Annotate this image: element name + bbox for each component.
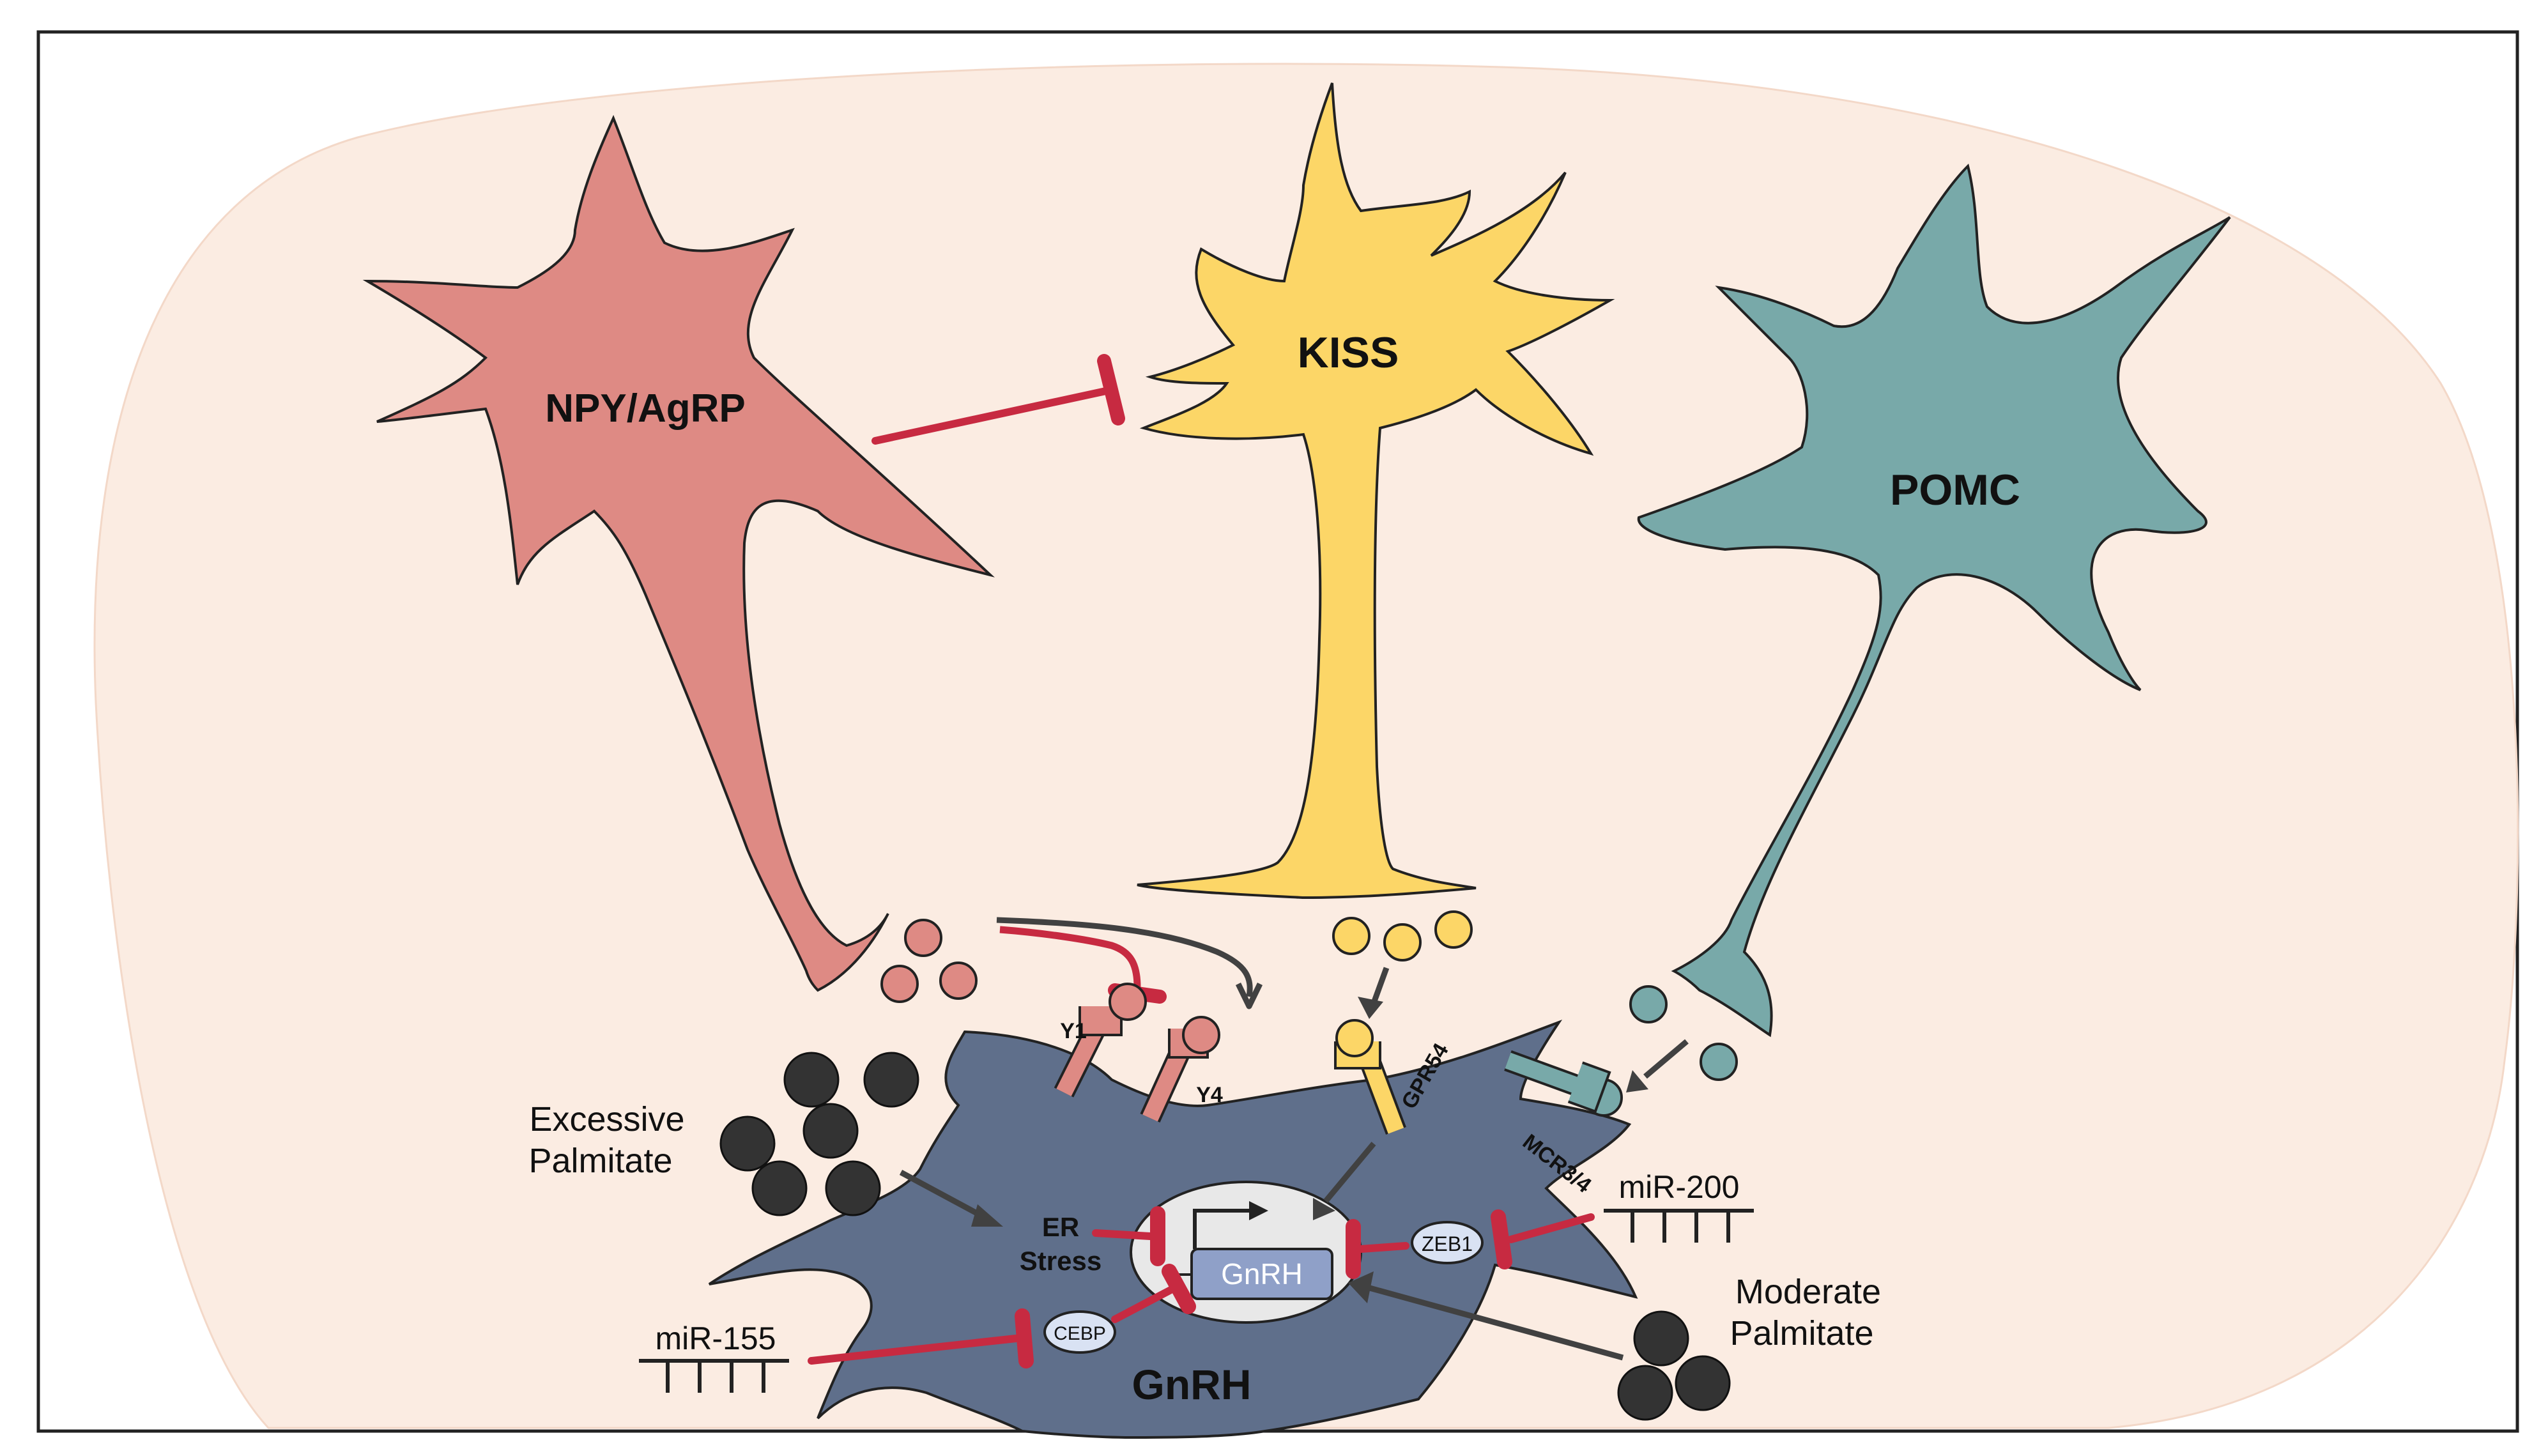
y4-receptor bbox=[1140, 1016, 1220, 1123]
zeb1-label: ZEB1 bbox=[1422, 1232, 1473, 1255]
gnrh-neuron-label: GnRH bbox=[1132, 1361, 1252, 1408]
er-stress-label-2: Stress bbox=[1020, 1246, 1102, 1276]
y4-label: Y4 bbox=[1196, 1083, 1223, 1107]
pomc-neuron bbox=[1637, 164, 2231, 1038]
excessive-palmitate-particles bbox=[719, 1052, 919, 1172]
excessive-palmitate-particles-2 bbox=[751, 1160, 881, 1216]
moderate-palmitate-label-2: Palmitate bbox=[1730, 1314, 1873, 1353]
gpr54-to-gene-arrow bbox=[1313, 1142, 1376, 1220]
excessive-palmitate-label-1: Excessive bbox=[529, 1100, 684, 1138]
pomc-label: POMC bbox=[1890, 466, 2020, 514]
y1-receptor bbox=[1054, 983, 1147, 1098]
mir200-inhibits-zeb1 bbox=[1491, 1209, 1595, 1269]
cebp-label: CEBP bbox=[1054, 1323, 1106, 1344]
npy-agrp-label: NPY/AgRP bbox=[545, 387, 745, 431]
gnrh-gene-label: GnRH bbox=[1221, 1257, 1303, 1291]
kiss-to-gpr54-arrow bbox=[1358, 967, 1390, 1019]
kiss-peptides bbox=[1332, 910, 1473, 962]
kiss-neuron bbox=[1137, 82, 1615, 900]
pomc-to-mcr-arrow bbox=[1626, 1039, 1689, 1092]
kiss-label: KISS bbox=[1298, 328, 1399, 377]
mir200-strand bbox=[1604, 1209, 1754, 1243]
npy-agrp-neuron bbox=[362, 114, 995, 992]
mcr34-receptor bbox=[1504, 1050, 1611, 1114]
cebp-factor bbox=[1043, 1310, 1116, 1354]
zeb1-factor bbox=[1411, 1221, 1484, 1264]
mir155-inhibits-cebp bbox=[808, 1308, 1034, 1368]
moderate-palmitate-particles bbox=[1617, 1310, 1731, 1421]
excessive-palmitate-label-2: Palmitate bbox=[528, 1142, 672, 1180]
er-stress-label-1: ER bbox=[1042, 1212, 1079, 1242]
moderate-palmitate-label-1: Moderate bbox=[1735, 1273, 1881, 1311]
moderate-palmitate-activates-gene bbox=[1348, 1271, 1624, 1361]
cebp-inhibits-gene bbox=[1111, 1264, 1196, 1323]
palmitate-to-er-stress-arrow bbox=[899, 1170, 1003, 1227]
zeb1-inhibits-gene bbox=[1346, 1219, 1409, 1279]
npy-peptides bbox=[880, 919, 978, 1003]
er-stress-inhibits-gene bbox=[1092, 1206, 1165, 1266]
gpr54-receptor bbox=[1334, 1019, 1406, 1135]
mir200-label: miR-200 bbox=[1619, 1169, 1740, 1205]
npy-inhibits-kiss bbox=[871, 354, 1125, 445]
y1-label: Y1 bbox=[1060, 1019, 1087, 1043]
mir155-strand bbox=[639, 1359, 789, 1393]
mir155-label: miR-155 bbox=[656, 1321, 776, 1356]
